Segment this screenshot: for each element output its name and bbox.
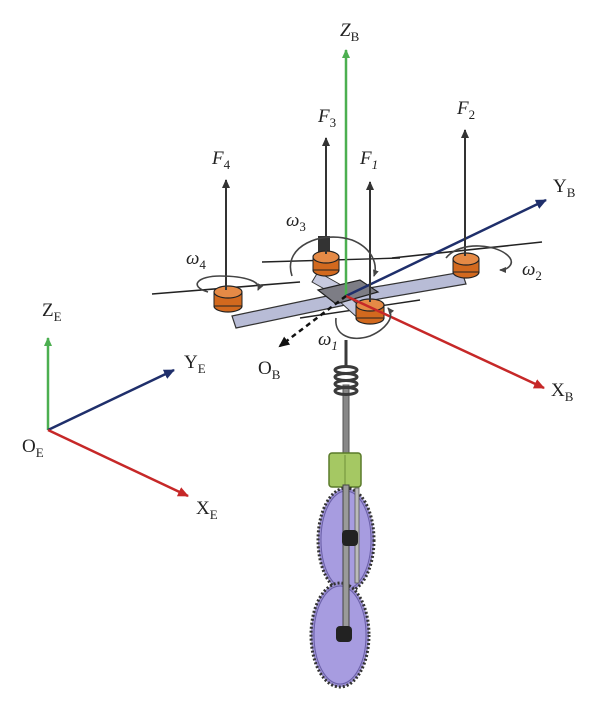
label-w4: ω4 (186, 248, 206, 272)
upper-hub (342, 530, 358, 546)
label-ob: OB (258, 358, 281, 382)
motor-1 (355, 298, 385, 325)
rotation-arrows (196, 236, 513, 340)
labels: ZB YB XB OB ZE YE XE OE F1 F2 F3 F4 ω1 ω… (22, 20, 576, 522)
motor-2 (452, 252, 480, 279)
body-y-axis (345, 198, 547, 298)
label-zb: ZB (340, 20, 360, 44)
label-w2: ω2 (522, 259, 542, 283)
pendulum-assembly (309, 340, 376, 689)
spring (333, 340, 359, 396)
label-w3: ω3 (286, 210, 306, 234)
label-f2: F2 (456, 98, 475, 122)
motor-4 (213, 285, 243, 313)
label-ze: ZE (42, 300, 62, 324)
rotation-w3-arrow (289, 236, 379, 277)
quadrotor (151, 236, 543, 329)
label-ye: YE (184, 352, 206, 376)
body-origin-arrow (278, 295, 347, 348)
body-frame (278, 49, 547, 390)
rotation-w2-arrow (445, 245, 513, 273)
earth-y-axis (47, 368, 175, 432)
lower-hub (336, 626, 352, 642)
earth-x-axis (47, 428, 189, 498)
label-f1: F1 (359, 148, 378, 172)
body-x-axis (345, 294, 545, 390)
rotation-w4-arrow (196, 275, 264, 293)
label-xe: XE (196, 498, 218, 522)
label-oe: OE (22, 436, 44, 460)
propeller-2 (391, 241, 543, 259)
thrust-forces (222, 129, 469, 302)
rotation-w1-arrow (335, 307, 395, 340)
label-w1: ω1 (318, 329, 338, 353)
label-f3: F3 (317, 106, 336, 130)
label-xb: XB (551, 380, 574, 404)
label-f4: F4 (211, 148, 231, 172)
motor-3 (312, 250, 340, 277)
earth-frame (44, 337, 189, 498)
label-yb: YB (553, 176, 576, 200)
